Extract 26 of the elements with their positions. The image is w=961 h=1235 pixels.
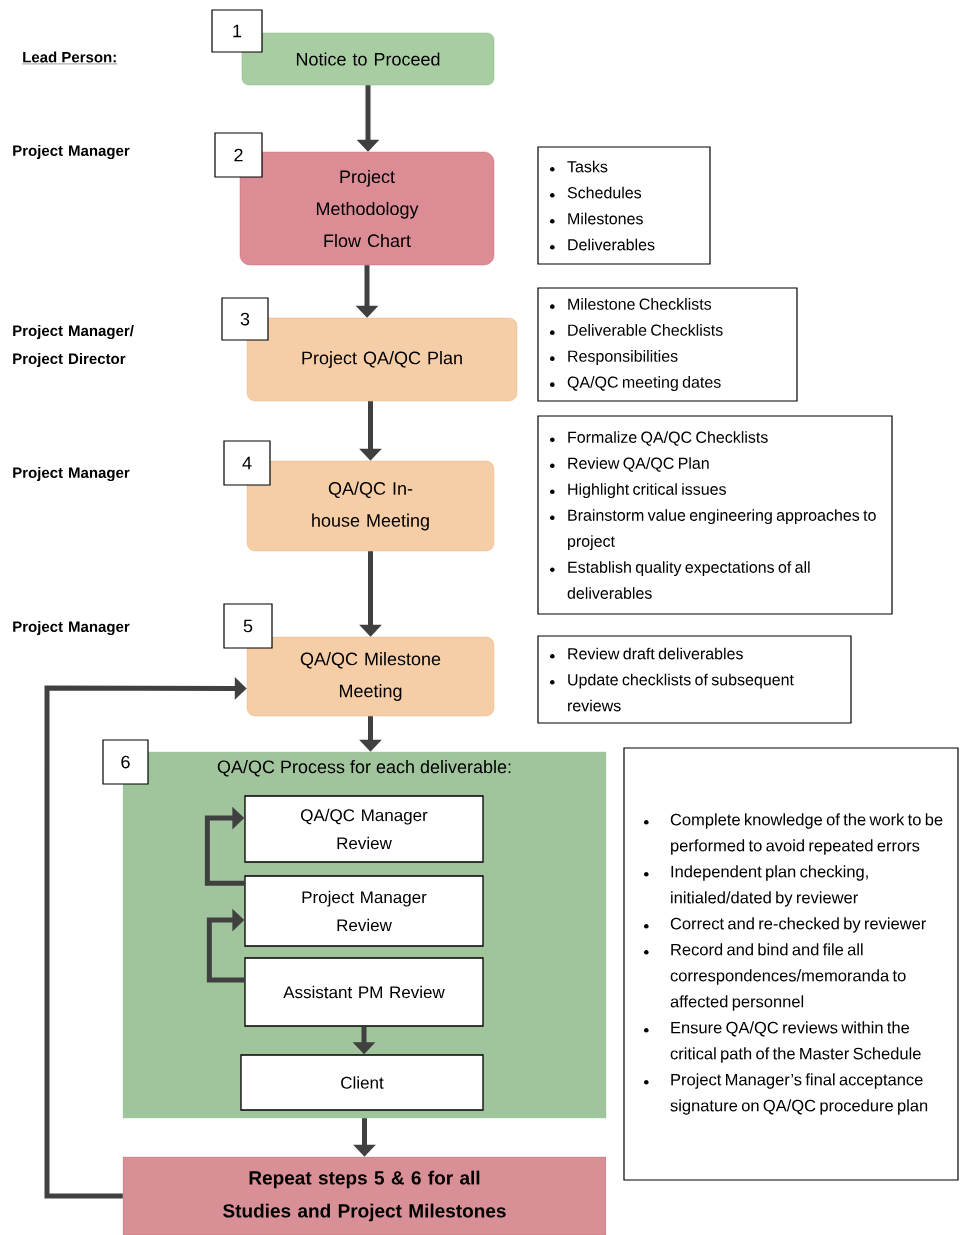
step-number-box: 5 [223,603,273,649]
step-number-box: 4 [223,440,271,486]
review-box: Client [240,1054,484,1111]
review-box: Project Manager Review [244,875,484,947]
step-number-box: 6 [102,739,149,785]
step-number-box: 1 [211,9,263,53]
arrow [44,677,247,1199]
arrow [204,806,245,886]
step-number-box: 3 [221,297,269,341]
process-box: Notice to Proceed [241,32,495,86]
column-heading: Lead Person: [22,51,118,65]
lead-person-label: Project Manager [13,145,130,160]
bullet-list-box: Complete knowledge of the work to be performed to avoid repeated errors Independent plan checking, initialed/dated by reviewer Correct and re-checked by reviewer Record and bind and file all correspondences/memoranda to affected personnel Ensure QA/QC reviews within the critical path of the Master Schedule Project Manager’s final acceptance signature on QA/QC procedure plan [623,747,959,1181]
review-box: Assistant PM Review [244,957,484,1027]
bullet-list-box: Review draft deliverables Update checklists of subsequent reviews [537,635,852,724]
lead-person-label: Project Manager [13,467,130,482]
lead-person-label: Project Manager/ Project Director [13,325,134,367]
process-box: Repeat steps 5 & 6 for all Studies and Project Milestones [122,1156,607,1235]
review-box: QA/QC Manager Review [244,795,484,863]
lead-person-label: Project Manager [13,621,130,636]
process-box: QA/QC Milestone Meeting [246,636,495,717]
bullet-list-box: Milestone Checklists Deliverable Checklists Responsibilities QA/QC meeting dates [537,287,798,402]
arrow [206,908,245,983]
bullet-list-box: Tasks Schedules Milestones Deliverables [537,146,711,265]
step-number-box: 2 [214,132,263,178]
bullet-list-box: Formalize QA/QC Checklists Review QA/QC Plan Highlight critical issues Brainstorm value engineering approaches to project Establish quality expectations of all deliverables [537,415,893,615]
